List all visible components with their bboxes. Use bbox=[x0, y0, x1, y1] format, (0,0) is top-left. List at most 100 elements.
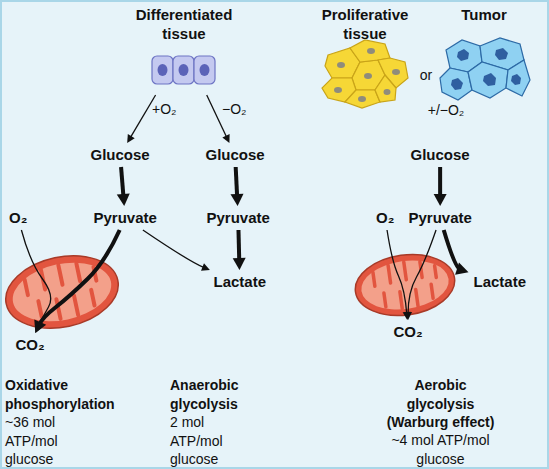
cell bbox=[194, 56, 215, 84]
arrow-line bbox=[236, 230, 241, 262]
metabolite-node: Lactate bbox=[472, 273, 529, 291]
arrow-head bbox=[233, 258, 246, 270]
nucleus bbox=[451, 78, 463, 90]
metabolite-node: CO₂ bbox=[392, 323, 425, 341]
nucleus bbox=[200, 64, 210, 76]
tissue-heading: Differentiated tissue bbox=[118, 5, 250, 43]
arrow-line bbox=[438, 167, 442, 198]
mitochondrion bbox=[351, 248, 458, 321]
arrow-head bbox=[404, 312, 412, 320]
arrow-line bbox=[121, 167, 123, 198]
nucleus bbox=[179, 64, 189, 76]
metabolite-node: Glucose bbox=[204, 146, 267, 164]
edge-label: −O₂ bbox=[222, 100, 247, 118]
outer-membrane bbox=[351, 248, 458, 321]
arrow-head bbox=[222, 134, 229, 143]
nucleus bbox=[384, 89, 391, 95]
arrow-line bbox=[444, 230, 461, 270]
cell bbox=[345, 90, 380, 108]
metabolite-node: CO₂ bbox=[14, 336, 47, 354]
node-label: Lactate bbox=[214, 273, 267, 291]
nucleus bbox=[483, 73, 496, 86]
arrow-head bbox=[455, 262, 468, 274]
node-label: O₂ bbox=[9, 209, 27, 227]
nucleus bbox=[364, 73, 372, 79]
minor-flow-arrow bbox=[387, 230, 411, 320]
tissue-illustration: Tumor bbox=[438, 2, 530, 100]
pathway-name: Anaerobic glycolysis bbox=[170, 376, 265, 413]
tissue-illustration: Differentiated tissue bbox=[118, 2, 250, 92]
node-label: CO₂ bbox=[394, 323, 423, 341]
minor-flow-arrow bbox=[143, 230, 210, 271]
outer-membrane bbox=[0, 246, 125, 338]
major-flow-arrow bbox=[117, 167, 130, 206]
nucleus bbox=[511, 74, 521, 85]
major-flow-arrow bbox=[434, 167, 447, 206]
metabolite-node: Pyruvate bbox=[92, 209, 159, 227]
annotation: or bbox=[413, 66, 439, 85]
nuclei bbox=[334, 48, 400, 102]
metabolite-node: Glucose bbox=[409, 146, 472, 164]
metabolite-node: Pyruvate bbox=[407, 209, 474, 227]
arrow-head bbox=[231, 194, 244, 206]
metabolite-node: Pyruvate bbox=[205, 209, 272, 227]
pathway-name: Oxidative phosphorylation bbox=[5, 376, 125, 413]
tissue-heading: Tumor bbox=[438, 5, 530, 24]
metabolite-node: O₂ bbox=[7, 209, 29, 227]
tumor-cells bbox=[440, 38, 530, 100]
annotation: ~36 mol ATP/mol glucose bbox=[5, 413, 77, 469]
arrow-line bbox=[39, 230, 120, 325]
major-flow-arrow bbox=[34, 230, 119, 333]
nucleus bbox=[337, 62, 345, 68]
tissue-heading: Proliferative tissue bbox=[315, 5, 415, 43]
major-flow-arrow bbox=[231, 167, 244, 206]
minor-flow-arrow bbox=[127, 95, 155, 143]
nucleus bbox=[457, 49, 469, 61]
arrow-head bbox=[201, 263, 210, 270]
metabolite-node: Lactate bbox=[212, 273, 269, 291]
node-label: Glucose bbox=[206, 146, 265, 164]
arrow-line bbox=[130, 95, 156, 138]
tumor-nuclei bbox=[451, 48, 521, 90]
tissue-illustration: Proliferative tissue bbox=[315, 2, 415, 100]
minor-flow-arrow bbox=[404, 230, 436, 320]
nucleus bbox=[358, 96, 366, 102]
annotation: ~4 mol ATP/mol glucose bbox=[373, 431, 508, 468]
cell bbox=[375, 75, 396, 102]
nucleus bbox=[158, 64, 168, 76]
cell bbox=[152, 56, 173, 84]
proliferative-cells bbox=[322, 40, 408, 108]
nucleus bbox=[367, 48, 375, 54]
arrow-line bbox=[236, 167, 238, 198]
annotation: +/−O₂ bbox=[418, 101, 474, 120]
node-label: O₂ bbox=[376, 209, 394, 227]
major-flow-arrow bbox=[233, 230, 246, 270]
cell bbox=[468, 62, 508, 98]
node-label: CO₂ bbox=[16, 336, 45, 354]
arrow-head bbox=[34, 319, 46, 333]
node-label: Pyruvate bbox=[94, 209, 157, 227]
pathway-name: Aerobic glycolysis (Warburg effect) bbox=[383, 376, 498, 432]
arrow-line bbox=[387, 230, 407, 314]
cell bbox=[506, 60, 530, 96]
cell bbox=[440, 68, 472, 100]
annotation: 2 mol ATP/mol glucose bbox=[170, 413, 240, 469]
node-label: Glucose bbox=[91, 146, 150, 164]
cell bbox=[173, 56, 194, 84]
major-flow-arrow bbox=[444, 230, 469, 275]
node-label: Pyruvate bbox=[409, 209, 472, 227]
arrow-line bbox=[408, 230, 436, 314]
mitochondrion bbox=[0, 246, 125, 338]
node-label: Glucose bbox=[411, 146, 470, 164]
nucleus bbox=[495, 48, 508, 60]
arrow-head bbox=[127, 134, 135, 143]
nucleus bbox=[392, 69, 400, 75]
node-label: Pyruvate bbox=[207, 209, 270, 227]
matrix bbox=[358, 255, 452, 315]
arrow-line bbox=[143, 230, 205, 268]
differentiated-cells bbox=[152, 56, 215, 84]
node-label: Lactate bbox=[474, 273, 527, 291]
metabolite-node: Glucose bbox=[89, 146, 152, 164]
arrow-head bbox=[117, 194, 130, 206]
